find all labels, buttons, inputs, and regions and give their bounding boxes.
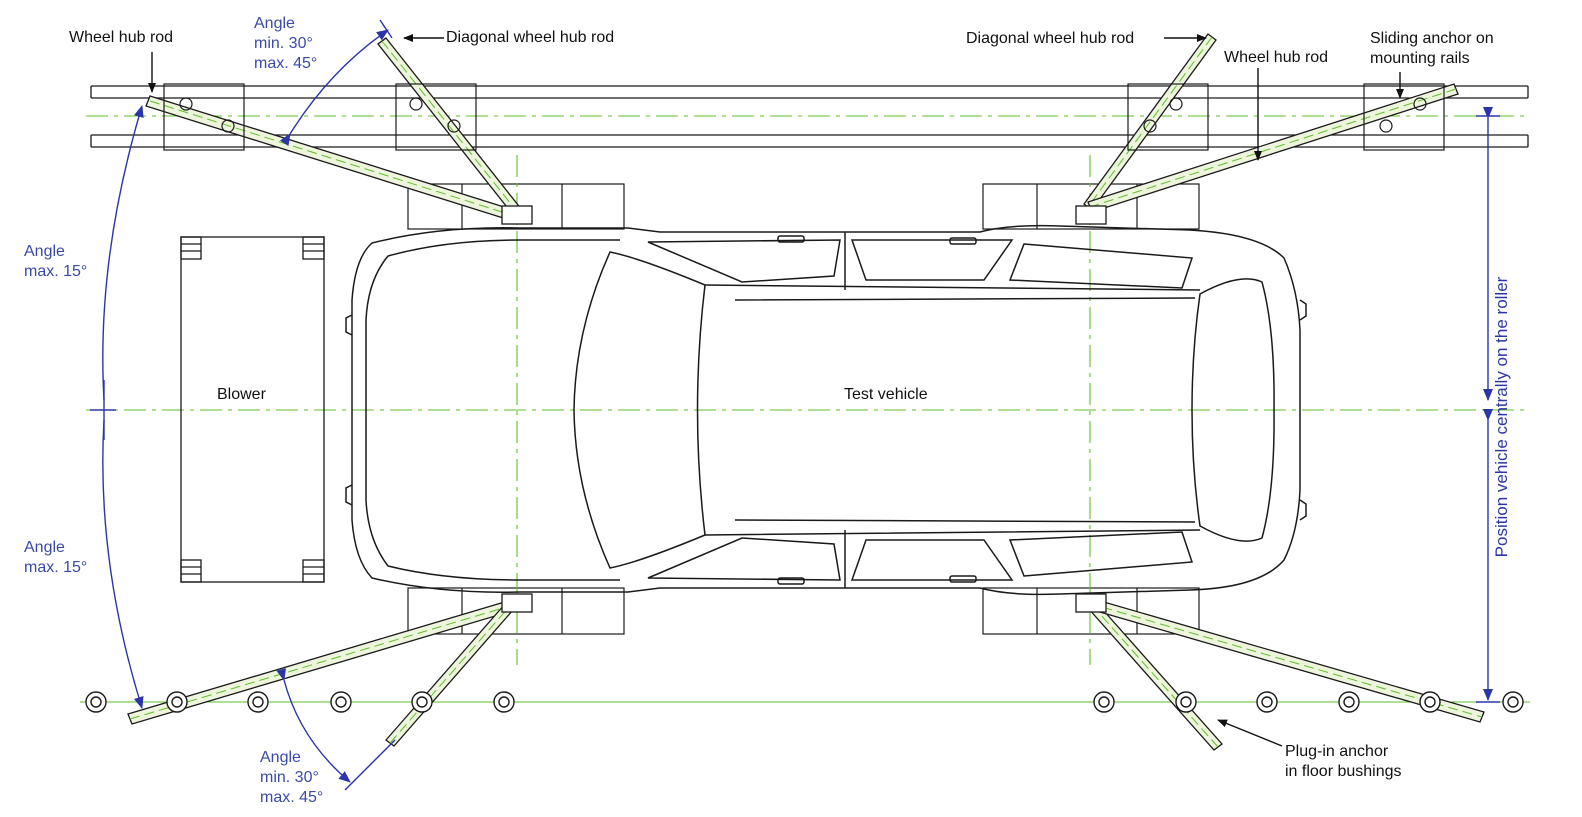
wheel-hub-rod-label-left: Wheel hub rod — [69, 29, 174, 46]
angle-label-left-upper: Angle max. 15° — [24, 242, 87, 282]
position-vehicle-label: Position vehicle centrally on the roller — [1492, 276, 1511, 558]
angle-annotations — [90, 19, 1500, 791]
angle-label-top-left-line2: min. 30° — [254, 35, 313, 52]
sliding-anchor-label: Sliding anchor on mounting rails — [1370, 29, 1494, 69]
test-vehicle-label: Test vehicle — [844, 386, 928, 403]
sliding-anchor-label-line2: mounting rails — [1370, 50, 1470, 67]
test-vehicle — [345, 224, 1307, 596]
angle-label-left-lower-line1: Angle — [24, 539, 65, 556]
sliding-anchors — [163, 83, 1445, 151]
floor-bushings — [85, 691, 1524, 713]
angle-label-bottom-left-line2: min. 30° — [260, 769, 319, 786]
angle-label-left-upper-line1: Angle — [24, 243, 65, 260]
mounting-rails — [90, 85, 1529, 148]
hub-clamps — [501, 205, 1107, 613]
angle-label-left-lower-line2: max. 15° — [24, 559, 88, 576]
diagonal-rod-label-right: Diagonal wheel hub rod — [966, 30, 1135, 47]
plugin-anchor-label-line1: Plug-in anchor — [1285, 743, 1389, 760]
tie-down-rods — [127, 33, 1485, 751]
angle-label-top-left-line3: max. 45° — [254, 55, 318, 72]
leader-arrows — [148, 34, 1404, 747]
sliding-anchor-label-line1: Sliding anchor on — [1370, 30, 1494, 47]
center-lines — [80, 115, 1530, 703]
angle-label-bottom-left-line1: Angle — [260, 749, 301, 766]
angle-label-top-left-line1: Angle — [254, 15, 295, 32]
angle-label-left-upper-line2: max. 15° — [24, 263, 88, 280]
angle-label-bottom-left: Angle min. 30° max. 45° — [260, 748, 323, 808]
plugin-anchor-label: Plug-in anchor in floor bushings — [1285, 742, 1402, 782]
wheel-hub-rod-label-right: Wheel hub rod — [1224, 49, 1329, 66]
plugin-anchor-label-line2: in floor bushings — [1285, 763, 1402, 780]
angle-label-bottom-left-line3: max. 45° — [260, 789, 324, 806]
angle-label-top-left: Angle min. 30° max. 45° — [254, 14, 317, 74]
blower-label: Blower — [217, 386, 266, 403]
diagonal-rod-label-left: Diagonal wheel hub rod — [446, 29, 615, 46]
blower — [180, 236, 325, 583]
angle-label-left-lower: Angle max. 15° — [24, 538, 87, 578]
roller-blocks — [407, 183, 1200, 635]
